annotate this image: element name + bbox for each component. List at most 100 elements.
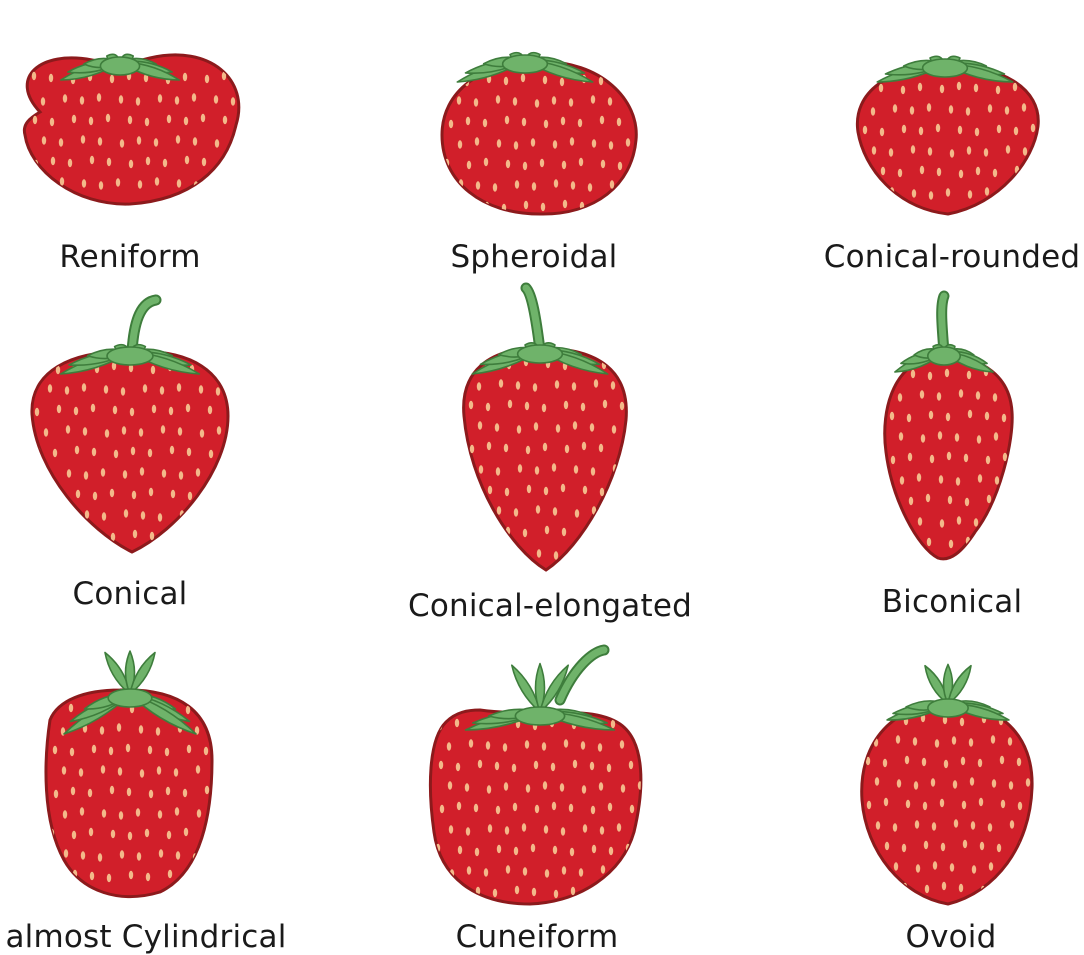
seed xyxy=(545,526,549,534)
seed xyxy=(985,187,989,195)
seed xyxy=(630,805,634,813)
label-almost-cylindrical: almost Cylindrical xyxy=(5,919,286,955)
seed xyxy=(540,159,544,167)
seed xyxy=(74,407,78,415)
seed xyxy=(185,156,189,164)
seed xyxy=(935,739,939,747)
seed xyxy=(63,513,67,521)
seed xyxy=(477,382,481,390)
seed xyxy=(197,512,201,520)
seed xyxy=(458,846,462,854)
seed xyxy=(937,168,941,176)
seed xyxy=(863,126,867,134)
seed xyxy=(942,882,946,890)
seed xyxy=(469,401,473,409)
seed xyxy=(80,96,84,104)
label-biconical: Biconical xyxy=(882,584,1023,620)
seed xyxy=(910,106,914,114)
seed xyxy=(129,871,133,879)
seed xyxy=(97,93,101,101)
seed xyxy=(70,748,74,756)
seed xyxy=(996,86,1000,94)
seed xyxy=(44,428,48,436)
seed xyxy=(448,781,452,789)
seed xyxy=(68,159,72,167)
seed xyxy=(120,139,124,147)
seed xyxy=(110,75,114,83)
seed xyxy=(532,888,536,896)
seed xyxy=(618,162,622,170)
seed xyxy=(508,400,512,408)
seed xyxy=(618,529,622,537)
seed xyxy=(988,104,992,112)
seed xyxy=(569,804,573,812)
seed xyxy=(989,862,993,870)
seed xyxy=(123,470,127,478)
seed xyxy=(1024,191,1028,199)
seed xyxy=(543,781,547,789)
seed xyxy=(476,548,480,556)
seed xyxy=(986,456,990,464)
seed xyxy=(456,763,460,771)
seed xyxy=(146,873,150,881)
seed xyxy=(119,811,123,819)
seed xyxy=(996,515,1000,523)
seed xyxy=(158,94,162,102)
seed xyxy=(526,446,530,454)
seed xyxy=(937,392,941,400)
seed xyxy=(437,888,441,896)
seed xyxy=(867,801,871,809)
seed xyxy=(514,508,518,516)
seed xyxy=(505,116,509,124)
seed xyxy=(592,139,596,147)
seed xyxy=(600,488,604,496)
seed xyxy=(1007,189,1011,197)
seed xyxy=(927,103,931,111)
seed xyxy=(544,120,548,128)
seed xyxy=(505,826,509,834)
seed xyxy=(609,141,613,149)
seed xyxy=(51,157,55,165)
seed xyxy=(574,465,578,473)
seed xyxy=(1001,800,1005,808)
seed xyxy=(82,179,86,187)
seed xyxy=(907,414,911,422)
seed xyxy=(140,467,144,475)
seed xyxy=(582,442,586,450)
seed xyxy=(449,825,453,833)
seed xyxy=(184,828,188,836)
seed xyxy=(918,83,922,91)
seed xyxy=(1002,414,1006,422)
seed xyxy=(600,826,604,834)
seed xyxy=(980,842,984,850)
seed xyxy=(976,167,980,175)
seed xyxy=(966,107,970,115)
seed xyxy=(466,484,470,492)
seed xyxy=(126,744,130,752)
berry-body-conical xyxy=(32,352,228,552)
calyx-center xyxy=(515,707,564,725)
seed xyxy=(1005,536,1009,544)
seed xyxy=(64,849,68,857)
seed xyxy=(967,146,971,154)
seed xyxy=(516,381,520,389)
seed xyxy=(186,706,190,714)
seed xyxy=(129,160,133,168)
seed xyxy=(593,550,597,558)
seed xyxy=(146,157,150,165)
seed xyxy=(598,743,602,751)
seed xyxy=(588,183,592,191)
seed xyxy=(976,391,980,399)
seed xyxy=(928,147,932,155)
seed xyxy=(872,146,876,154)
seed xyxy=(43,180,47,188)
seed xyxy=(939,475,943,483)
seed xyxy=(187,745,191,753)
seed xyxy=(140,769,144,777)
seed xyxy=(484,868,488,876)
seed xyxy=(949,105,953,113)
berry-body-conical-elongated xyxy=(464,348,627,570)
seed xyxy=(82,383,86,391)
seed xyxy=(93,492,97,500)
seed xyxy=(499,379,503,387)
